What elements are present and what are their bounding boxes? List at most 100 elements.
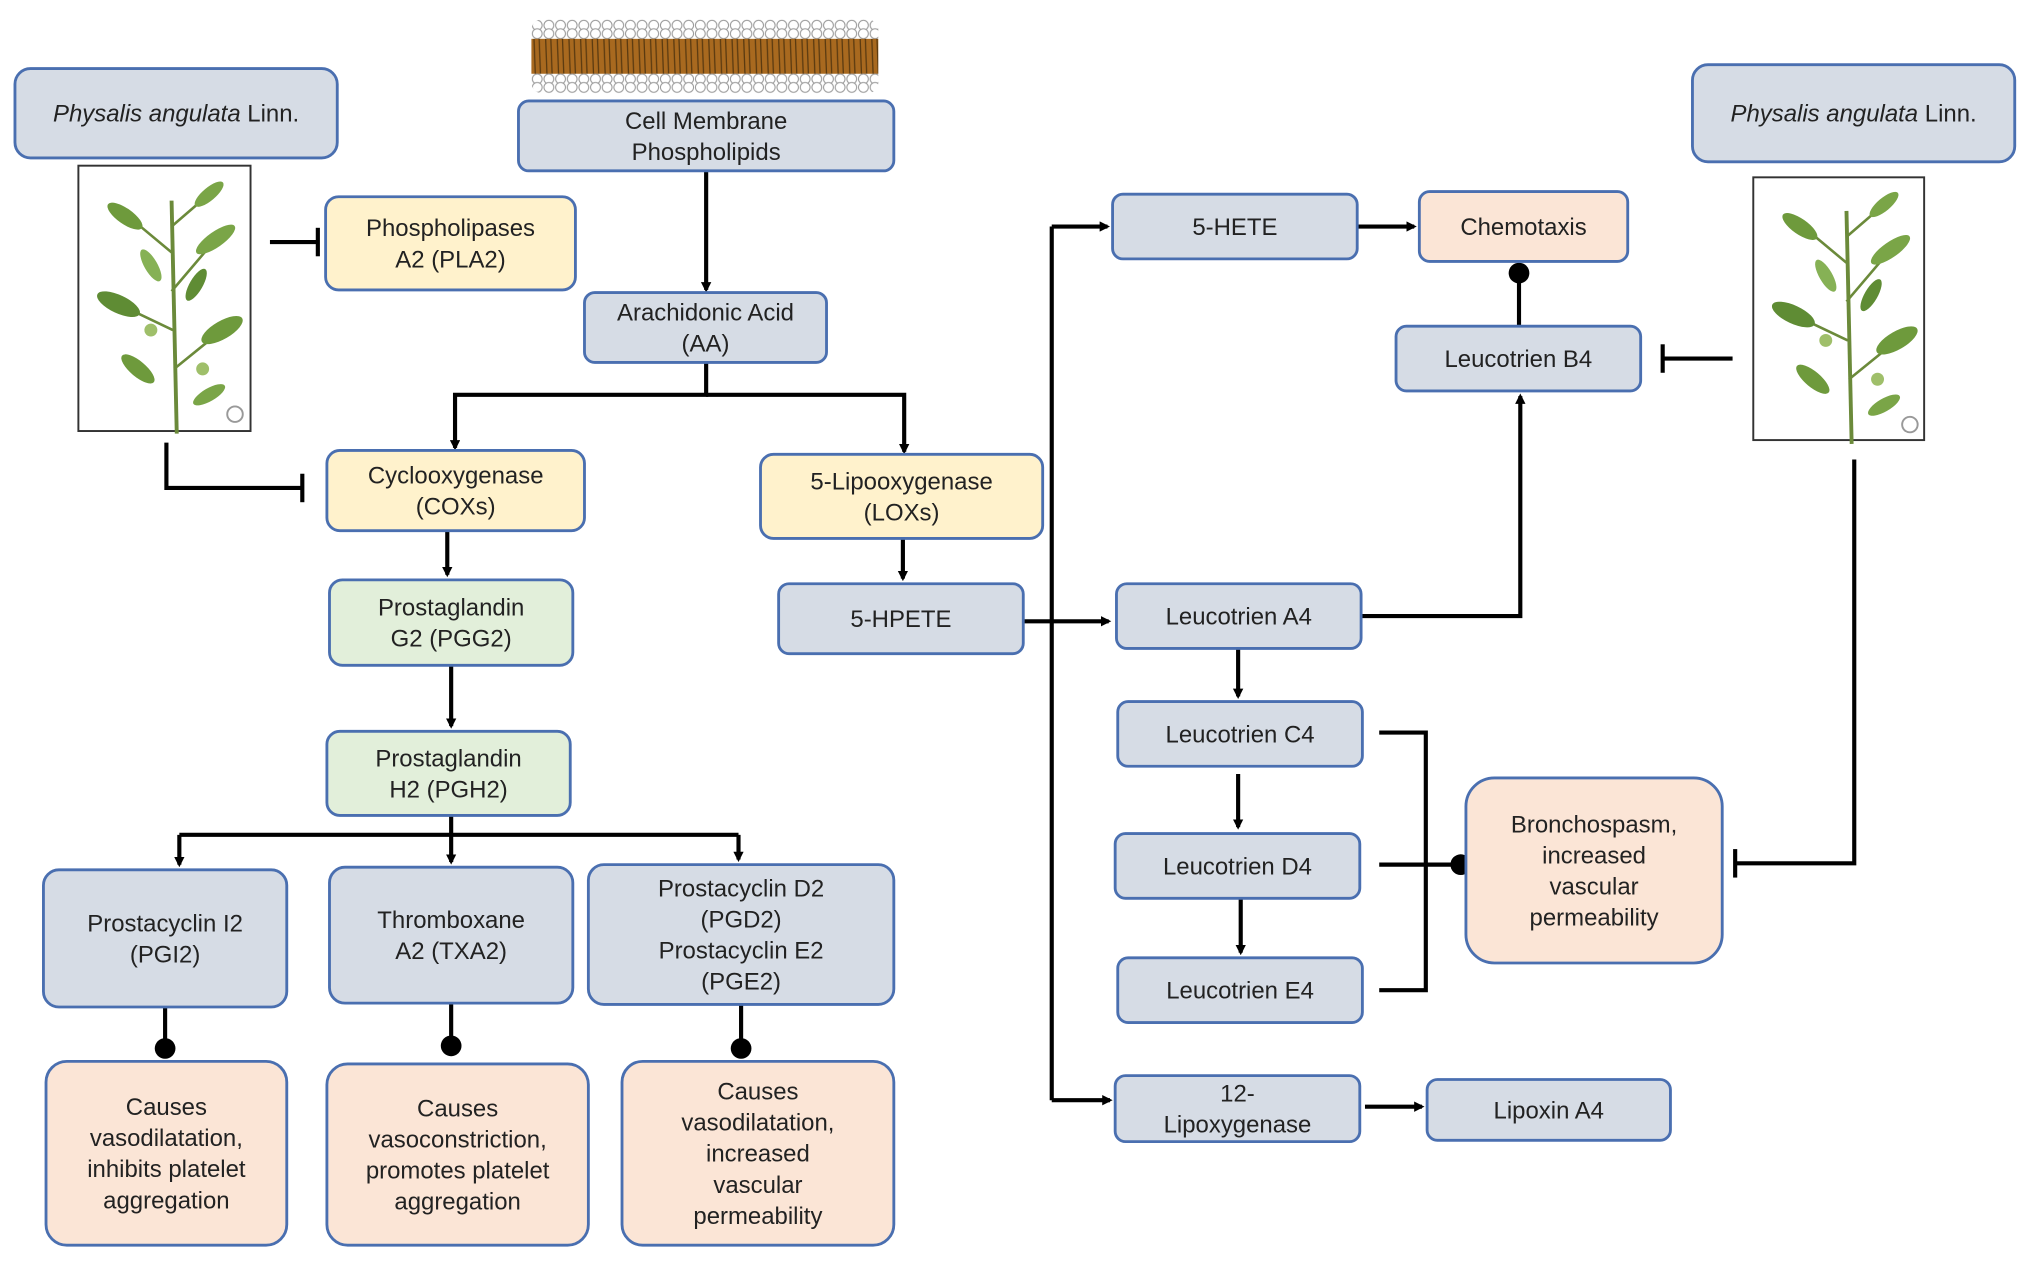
node-label: Leucotrien D4 bbox=[1163, 853, 1312, 880]
node-box bbox=[1425, 1078, 1672, 1142]
node-label: H2 (PGH2) bbox=[389, 776, 507, 803]
node-label: 12- bbox=[1220, 1080, 1255, 1107]
node-label: Phospholipases bbox=[366, 215, 535, 242]
node-label: Leucotrien C4 bbox=[1166, 721, 1315, 748]
node-label: Prostacyclin D2 bbox=[658, 875, 824, 902]
node-label: Cyclooxygenase bbox=[368, 462, 544, 489]
inhibit-cox bbox=[164, 442, 303, 491]
node-label: increased bbox=[1542, 842, 1646, 869]
node-label: vasoconstriction, bbox=[368, 1126, 546, 1153]
node-label: promotes platelet bbox=[366, 1158, 550, 1185]
node-label: Prostacyclin E2 bbox=[659, 937, 824, 964]
node-box bbox=[1394, 324, 1643, 393]
plant-name-authority: Linn. bbox=[1918, 101, 1977, 128]
node-box bbox=[324, 195, 577, 292]
connectors bbox=[154, 170, 1857, 1112]
node-box bbox=[517, 99, 896, 173]
node-ltd4: Leucotrien D4 bbox=[1113, 832, 1362, 900]
node-box bbox=[42, 868, 289, 1009]
node-hpete: 5-HPETE bbox=[777, 582, 1025, 656]
node-label: Lipoxygenase bbox=[1164, 1112, 1312, 1139]
node-box bbox=[328, 578, 575, 667]
node-lox12: 12- Lipoxygenase bbox=[1113, 1074, 1362, 1144]
node-label: Phospholipids bbox=[632, 139, 781, 166]
node-pgh2: Prostaglandin H2 (PGH2) bbox=[325, 729, 572, 817]
plant-illustration-left bbox=[77, 164, 252, 436]
node-box bbox=[777, 582, 1025, 656]
node-label: Lipoxin A4 bbox=[1494, 1097, 1604, 1124]
node-label: (AA) bbox=[682, 330, 730, 357]
node-box bbox=[1111, 192, 1359, 261]
node-lta4: Leucotrien A4 bbox=[1115, 582, 1363, 650]
node-label: Cell Membrane bbox=[625, 108, 787, 135]
branch-aa bbox=[449, 362, 709, 451]
branch-aa-lox bbox=[706, 392, 910, 455]
node-effect-pgd2: Causes vasodilatation, increased vascular pe… bbox=[620, 1059, 896, 1247]
plant-name-authority: Linn. bbox=[241, 101, 300, 128]
node-box bbox=[1113, 1074, 1362, 1144]
node-label: Leucotrien B4 bbox=[1444, 346, 1592, 373]
node-label: Causes bbox=[417, 1095, 498, 1122]
node-label: 5-HETE bbox=[1192, 214, 1277, 241]
node-box bbox=[586, 863, 896, 1006]
node-label: (PGI2) bbox=[130, 941, 200, 968]
node-label: vasodilatation, bbox=[681, 1110, 834, 1137]
node-box bbox=[325, 729, 572, 817]
node-chemotaxis: Chemotaxis bbox=[1417, 190, 1630, 263]
node-box bbox=[325, 1062, 590, 1247]
node-lte4: Leucotrien E4 bbox=[1116, 956, 1364, 1024]
node-label: Prostacyclin I2 bbox=[87, 910, 243, 937]
node-label: (PGD2) bbox=[701, 906, 782, 933]
node-box bbox=[583, 291, 828, 364]
node-label: inhibits platelet bbox=[87, 1156, 246, 1183]
node-label: Arachidonic Acid bbox=[617, 299, 794, 326]
node-label: (PGE2) bbox=[701, 969, 781, 996]
node-aa: Arachidonic Acid (AA) bbox=[583, 291, 828, 364]
node-label: Causes bbox=[717, 1079, 798, 1106]
node-label: aggregation bbox=[394, 1189, 520, 1216]
node-label: G2 (PGG2) bbox=[391, 626, 512, 653]
node-label: vascular bbox=[713, 1172, 802, 1199]
svg-text:Physalis angulata Linn.: Physalis angulata Linn. bbox=[53, 101, 299, 128]
node-label: Bronchospasm, bbox=[1511, 811, 1677, 838]
node-label: Chemotaxis bbox=[1460, 214, 1586, 241]
arrow-lta4-to-ltb4 bbox=[1361, 393, 1526, 619]
node-box bbox=[1464, 776, 1724, 965]
node-ltb4: Leucotrien B4 bbox=[1394, 324, 1643, 393]
node-label: Prostaglandin bbox=[378, 594, 524, 621]
node-label: Leucotrien E4 bbox=[1166, 978, 1314, 1005]
node-cox: Cyclooxygenase(COXs) bbox=[325, 449, 586, 533]
node-box bbox=[1113, 832, 1362, 900]
effect-dot-icon bbox=[730, 1038, 752, 1059]
node-lipoxin: Lipoxin A4 bbox=[1425, 1078, 1672, 1142]
node-pgg2: Prostaglandin G2 (PGG2) bbox=[328, 578, 575, 667]
node-label: aggregation bbox=[103, 1187, 229, 1214]
node-box bbox=[325, 449, 586, 533]
effect-dot-icon bbox=[154, 1038, 176, 1059]
plant-illustration-right bbox=[1752, 176, 1926, 446]
node-label: increased bbox=[706, 1141, 810, 1168]
node-box bbox=[328, 865, 575, 1005]
plant-label-right: Physalis angulata Linn. bbox=[1691, 63, 2017, 164]
node-label: Leucotrien A4 bbox=[1166, 604, 1312, 631]
node-label: vasodilatation, bbox=[90, 1125, 243, 1152]
effect-dot-icon bbox=[1508, 262, 1530, 284]
node-hete: 5-HETE bbox=[1111, 192, 1359, 261]
node-label: (LOXs) bbox=[864, 499, 940, 526]
lipid-bilayer-illustration bbox=[531, 19, 879, 94]
node-box bbox=[1116, 700, 1364, 768]
node-pgd2-pge2: Prostacyclin D2 (PGD2) Prostacyclin E2 (PGE… bbox=[586, 863, 896, 1006]
plant-label-left: Physalis angulata Linn. bbox=[13, 67, 339, 160]
node-box bbox=[1116, 956, 1364, 1024]
node-ltc4: Leucotrien C4 bbox=[1116, 700, 1364, 768]
node-label: Prostaglandin bbox=[375, 745, 521, 772]
bracket-leucotrienes bbox=[1379, 730, 1428, 993]
node-box bbox=[44, 1059, 289, 1247]
node-label: Causes bbox=[126, 1094, 207, 1121]
node-label: permeability bbox=[693, 1203, 822, 1230]
node-effect-txa2: Causes vasoconstriction, promotes platelet… bbox=[325, 1062, 590, 1247]
effect-dot-icon bbox=[440, 1035, 462, 1057]
